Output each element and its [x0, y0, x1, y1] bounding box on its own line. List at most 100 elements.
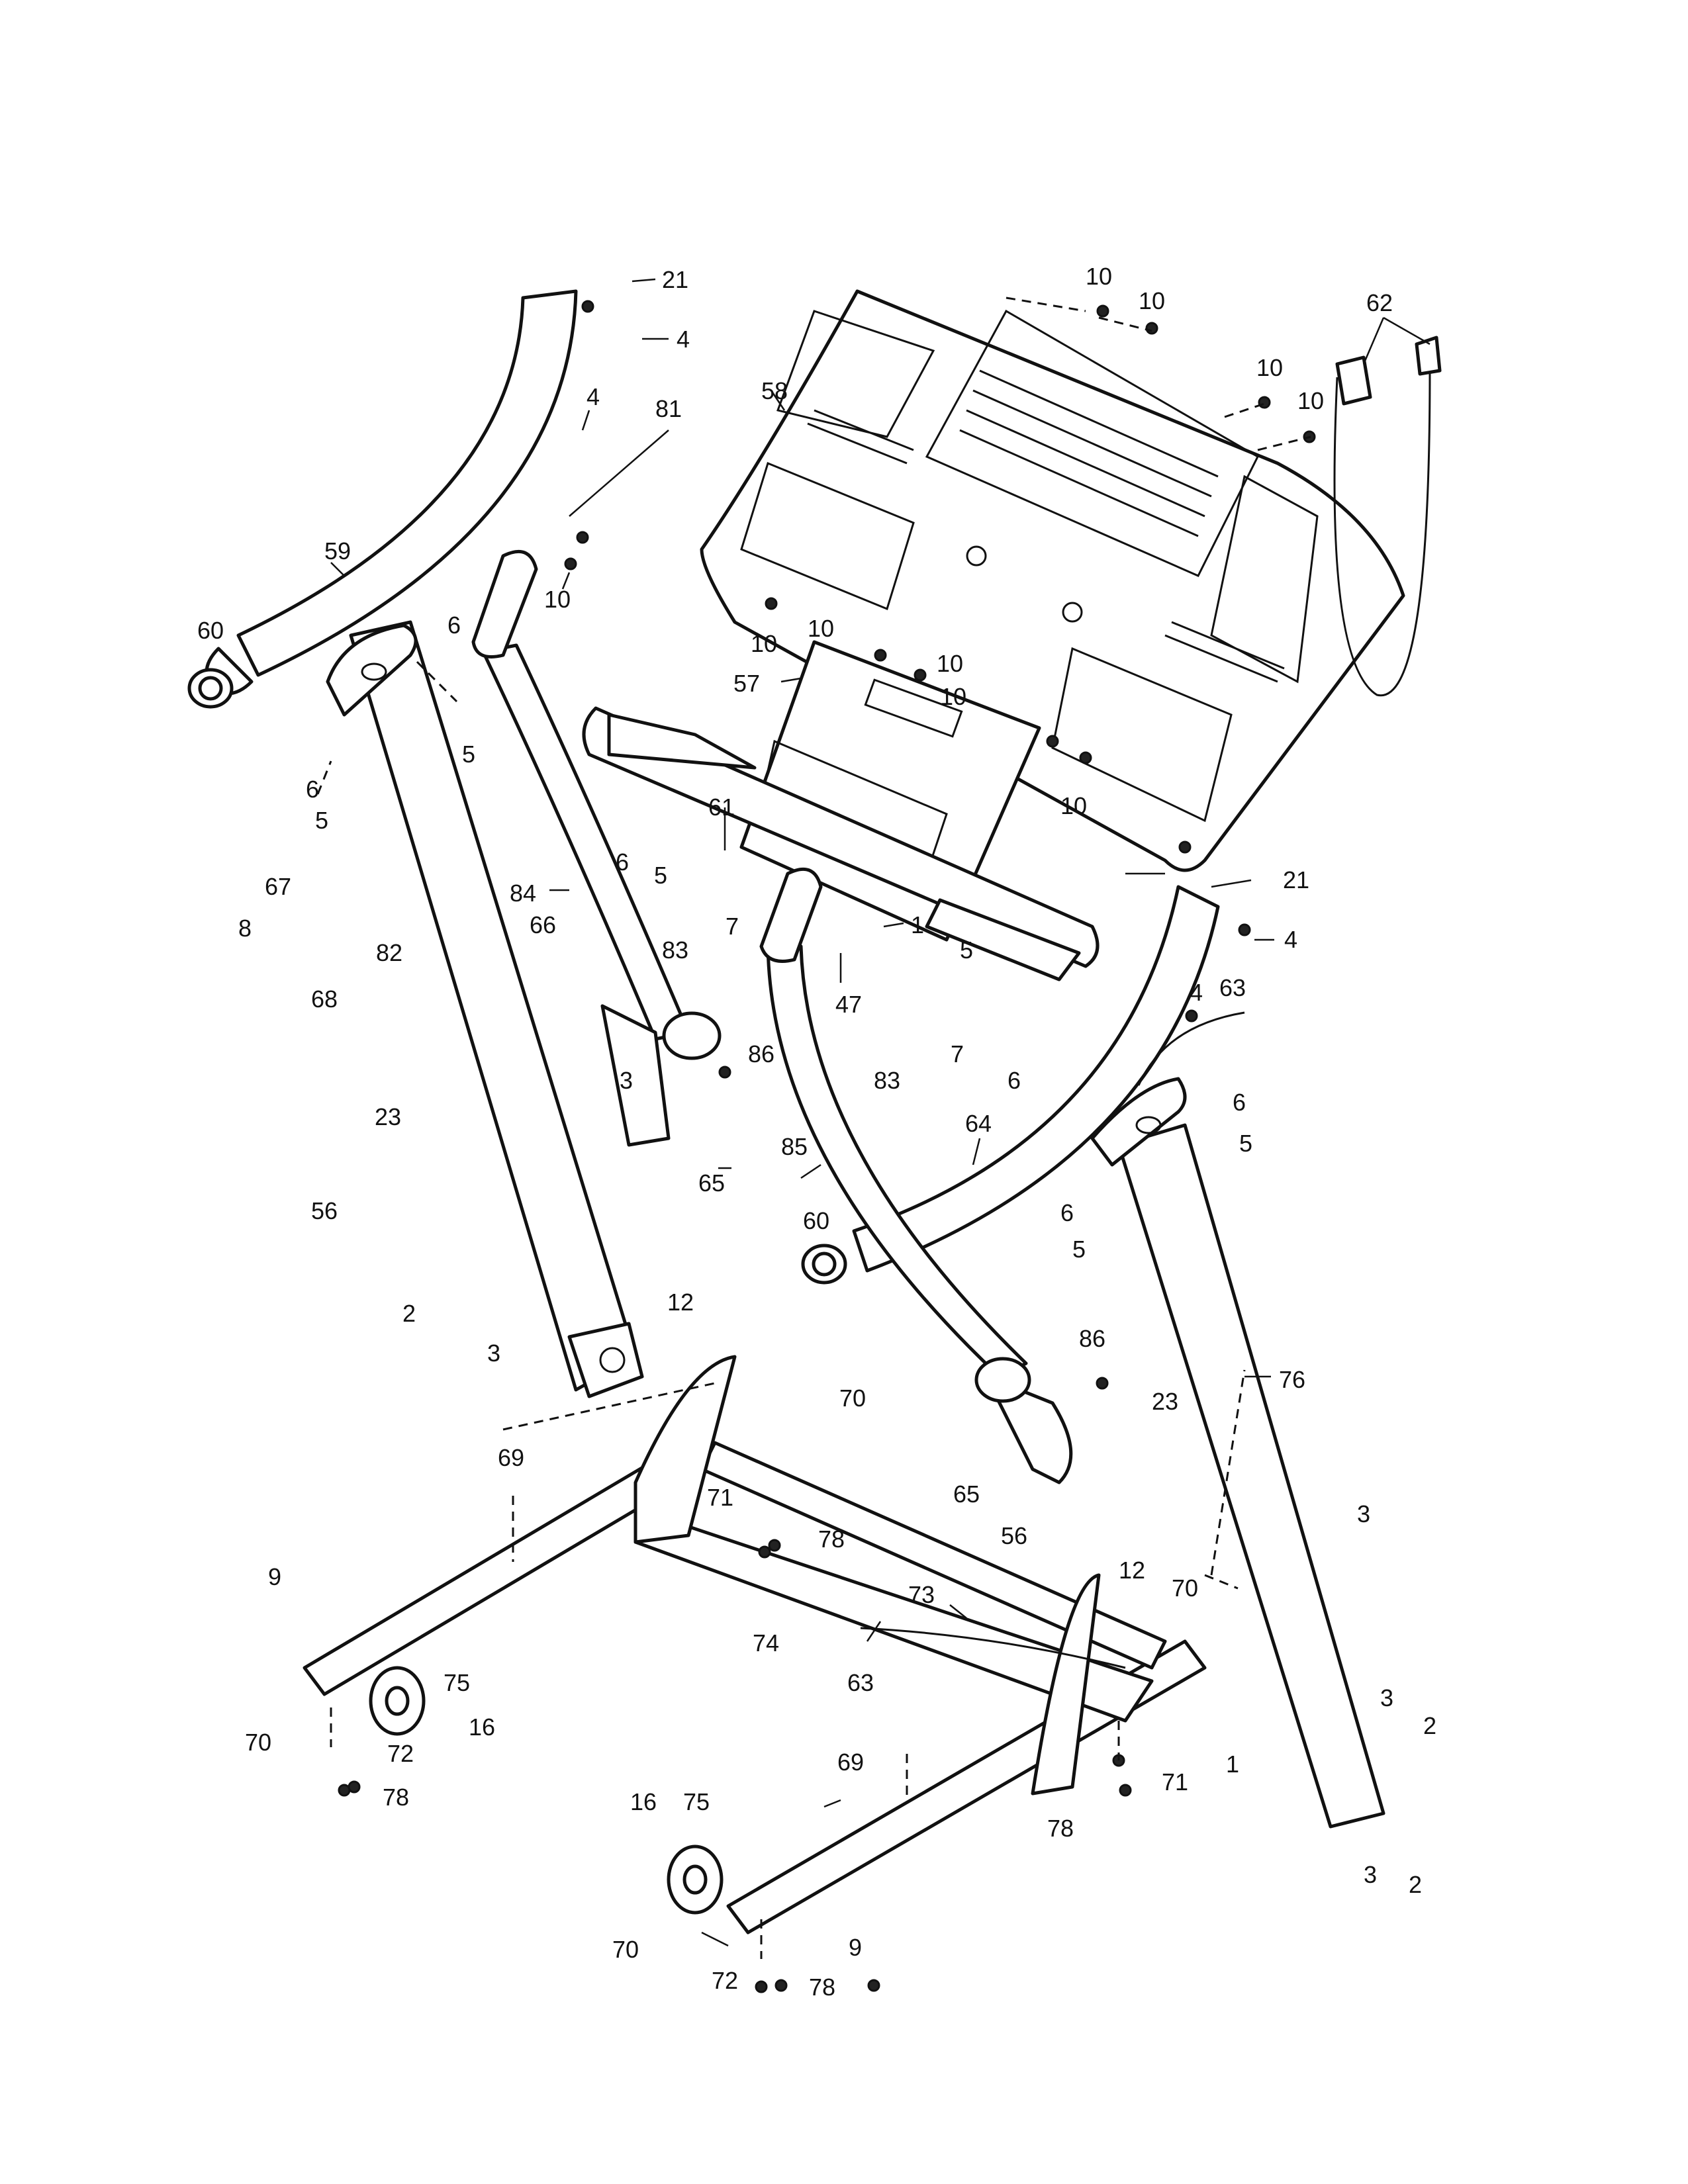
label-76: 76 — [1279, 1366, 1305, 1393]
label-4: 4 — [1190, 979, 1203, 1006]
label-75: 75 — [683, 1788, 710, 1815]
label-71: 71 — [707, 1484, 733, 1511]
label-10: 10 — [751, 630, 777, 657]
label-72: 72 — [712, 1967, 738, 1994]
label-3: 3 — [487, 1340, 500, 1367]
label-72: 72 — [387, 1740, 414, 1767]
label-10: 10 — [544, 586, 571, 613]
label-66: 66 — [530, 911, 556, 938]
crossbar-61 — [582, 706, 1100, 981]
label-59: 59 — [324, 537, 351, 565]
label-60: 60 — [803, 1207, 829, 1234]
label-5: 5 — [315, 807, 328, 834]
label-78: 78 — [818, 1525, 845, 1553]
label-10: 10 — [937, 650, 963, 677]
label-63: 63 — [847, 1669, 874, 1696]
label-7: 7 — [726, 913, 739, 940]
label-74: 74 — [753, 1629, 779, 1657]
label-6: 6 — [447, 612, 461, 639]
label-5: 5 — [1072, 1236, 1086, 1263]
label-62: 62 — [1366, 289, 1393, 316]
label-12: 12 — [667, 1289, 694, 1316]
console-vents — [807, 369, 1285, 683]
label-6: 6 — [306, 776, 319, 803]
label-63: 63 — [1219, 974, 1246, 1001]
label-61: 61 — [708, 794, 735, 821]
label-71: 71 — [1162, 1768, 1188, 1796]
label-4: 4 — [1284, 926, 1297, 953]
label-57: 57 — [733, 670, 760, 697]
label-65: 65 — [698, 1169, 725, 1197]
label-69: 69 — [837, 1749, 864, 1776]
label-47: 47 — [835, 991, 862, 1018]
label-70: 70 — [1172, 1574, 1198, 1602]
wheel-75-left — [369, 1666, 426, 1736]
callout-labels: 21 4 4 81 58 10 10 10 10 62 59 10 60 6 1… — [197, 263, 1436, 2001]
label-67: 67 — [265, 873, 291, 900]
label-16: 16 — [630, 1788, 657, 1815]
left-upright-66 — [326, 620, 644, 1398]
assembly-lines — [316, 296, 1311, 1959]
pulse-wire-62 — [1333, 336, 1442, 697]
base-frame-74 — [303, 1355, 1207, 1934]
label-64: 64 — [965, 1110, 992, 1137]
label-2: 2 — [1409, 1871, 1422, 1898]
label-69: 69 — [498, 1444, 524, 1471]
label-86: 86 — [1079, 1325, 1105, 1352]
label-78: 78 — [809, 1974, 835, 2001]
label-6: 6 — [1008, 1067, 1021, 1094]
label-8: 8 — [238, 915, 252, 942]
label-84: 84 — [510, 880, 536, 907]
label-23: 23 — [375, 1103, 401, 1130]
label-10: 10 — [1060, 792, 1087, 819]
label-10: 10 — [1297, 387, 1324, 414]
upper-body-arm-84 — [471, 549, 722, 1147]
label-10: 10 — [940, 683, 966, 710]
label-12: 12 — [1119, 1557, 1145, 1584]
label-6: 6 — [616, 848, 629, 876]
console-base-58 — [700, 289, 1405, 872]
small-hardware — [338, 300, 1316, 1993]
label-78: 78 — [383, 1784, 409, 1811]
label-86: 86 — [748, 1040, 774, 1068]
label-56: 56 — [1001, 1522, 1027, 1549]
label-21: 21 — [1283, 866, 1309, 893]
label-9: 9 — [268, 1563, 281, 1590]
label-4: 4 — [677, 326, 690, 353]
label-73: 73 — [908, 1581, 935, 1608]
label-5: 5 — [960, 936, 973, 964]
wire-harness-63 — [860, 1011, 1245, 1669]
label-3: 3 — [1364, 1861, 1377, 1888]
right-upright-76 — [1090, 1077, 1385, 1829]
label-23: 23 — [1152, 1388, 1178, 1415]
label-82: 82 — [376, 939, 402, 966]
label-10: 10 — [1256, 354, 1283, 381]
label-83: 83 — [874, 1067, 900, 1094]
label-60: 60 — [197, 617, 224, 644]
label-10: 10 — [1139, 287, 1165, 314]
label-3: 3 — [1357, 1500, 1370, 1527]
label-10: 10 — [808, 615, 834, 642]
left-handlebar-59 — [187, 289, 578, 709]
label-65: 65 — [953, 1480, 980, 1508]
label-85: 85 — [781, 1133, 808, 1160]
label-5: 5 — [654, 862, 667, 889]
label-1: 1 — [911, 911, 924, 938]
label-70: 70 — [839, 1385, 866, 1412]
leader-lines — [330, 278, 1430, 1947]
wheel-75-right — [667, 1844, 724, 1915]
label-70: 70 — [245, 1729, 271, 1756]
label-78: 78 — [1047, 1815, 1074, 1842]
upper-body-arm-85 — [759, 867, 1073, 1484]
label-68: 68 — [311, 985, 338, 1013]
label-2: 2 — [402, 1300, 416, 1327]
label-3: 3 — [620, 1067, 633, 1094]
label-58: 58 — [761, 377, 788, 404]
label-10: 10 — [1086, 263, 1112, 290]
label-6: 6 — [1060, 1199, 1074, 1226]
label-83: 83 — [662, 936, 688, 964]
label-2: 2 — [1423, 1712, 1436, 1739]
label-75: 75 — [444, 1669, 470, 1696]
label-7: 7 — [951, 1040, 964, 1068]
